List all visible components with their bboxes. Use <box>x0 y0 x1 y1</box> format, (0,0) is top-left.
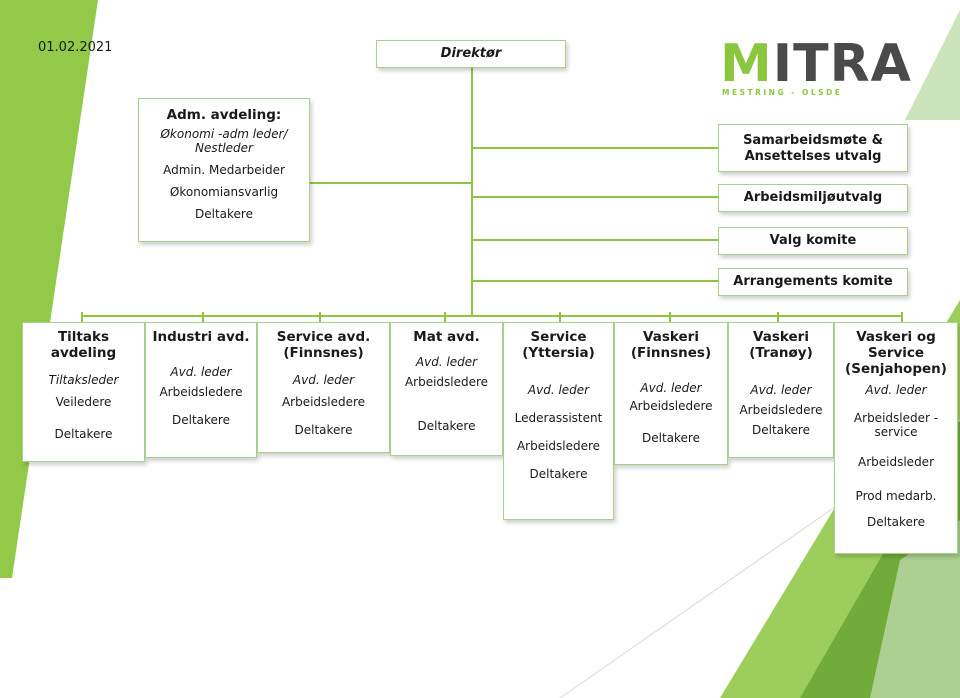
director-label: Direktør <box>440 46 502 61</box>
dept-line: Avd. leder <box>865 383 927 397</box>
committee-label-4: Arrangements komite <box>733 274 893 289</box>
dept-line: Arbeidsledere <box>404 375 489 389</box>
dept-title: Vaskeri (Finnsnes) <box>630 329 712 361</box>
dept-line: Arbeidsledere <box>629 399 713 413</box>
dept-title: Service (Yttersia) <box>522 329 595 361</box>
director-box: Direktør <box>376 40 566 68</box>
dept-title: Mat avd. <box>413 329 480 345</box>
dept-line: Lederassistent <box>514 411 603 425</box>
right-upper-green-shape <box>905 10 960 120</box>
dept-title: Tiltaks avdeling <box>50 329 117 361</box>
dept-line: Deltakere <box>642 431 700 445</box>
adm-line-3: Økonomiansvarlig <box>169 185 279 199</box>
dept-line: Veiledere <box>55 395 112 409</box>
department-box-vaskeri-finnsnes: Vaskeri (Finnsnes) Avd. leder Arbeidsled… <box>614 322 728 465</box>
dept-line: Tiltaksleder <box>48 373 119 387</box>
dept-line: Deltakere <box>529 467 588 481</box>
dept-title: Industri avd. <box>152 329 250 345</box>
dept-line: Deltakere <box>867 515 925 529</box>
dept-line: Avd. leder <box>292 373 355 387</box>
dept-line: Prod medarb. <box>855 489 937 503</box>
department-box-service-finnsnes: Service avd. (Finnsnes) Avd. leder Arbei… <box>257 322 390 453</box>
department-box-mat: Mat avd. Avd. leder Arbeidsledere Deltak… <box>390 322 503 456</box>
committee-box-3: Valg komite <box>718 227 908 255</box>
dept-line: Avd. leder <box>170 365 232 379</box>
dept-line: Deltakere <box>54 427 113 441</box>
committee-box-2: Arbeidsmiljøutvalg <box>718 184 908 212</box>
date-label: 01.02.2021 <box>38 40 113 55</box>
right-lower-green-shape-3 <box>870 520 960 698</box>
committee-box-1: Samarbeidsmøte & Ansettelses utvalg <box>718 124 908 172</box>
committee-label-3: Valg komite <box>769 233 857 248</box>
dept-line: Avd. leder <box>750 383 812 397</box>
committee-box-4: Arrangements komite <box>718 268 908 296</box>
logo-wordmark: MITRA <box>720 34 912 94</box>
mitra-logo: MITRA MESTRING - OLSDE <box>720 36 930 106</box>
department-box-service-yttersia: Service (Yttersia) Avd. leder Lederassis… <box>503 322 614 520</box>
department-box-vaskeri-senjahopen: Vaskeri og Service (Senjahopen) Avd. led… <box>834 322 958 554</box>
department-box-industri: Industri avd. Avd. leder Arbeidsledere D… <box>145 322 257 458</box>
committee-label-1: Samarbeidsmøte & Ansettelses utvalg <box>743 133 883 164</box>
adm-line-1: Økonomi -adm leder/ Nestleder <box>160 127 288 155</box>
dept-line: Deltakere <box>294 423 353 437</box>
adm-line-2: Admin. Medarbeider <box>163 163 285 177</box>
dept-line: Deltakere <box>172 413 230 427</box>
dept-line: Arbeidsledere <box>739 403 823 417</box>
dept-title: Vaskeri (Tranøy) <box>749 329 813 361</box>
logo-subtext: MESTRING - OLSDE <box>722 88 843 97</box>
adm-title: Adm. avdeling: <box>166 107 282 123</box>
left-green-stripe <box>0 0 98 578</box>
adm-department-box: Adm. avdeling: Økonomi -adm leder/ Nestl… <box>138 98 310 242</box>
dept-line: Avd. leder <box>527 383 590 397</box>
dept-line: Avd. leder <box>640 381 702 395</box>
dept-line: Arbeidsleder <box>858 455 934 469</box>
department-box-vaskeri-tranoy: Vaskeri (Tranøy) Avd. leder Arbeidsleder… <box>728 322 834 458</box>
dept-title: Vaskeri og Service (Senjahopen) <box>845 329 947 377</box>
dept-line: Deltakere <box>417 419 476 433</box>
adm-line-4: Deltakere <box>195 207 253 221</box>
dept-line: Avd. leder <box>415 355 478 369</box>
department-box-tiltak: Tiltaks avdeling Tiltaksleder Veiledere … <box>22 322 145 462</box>
dept-line: Arbeidsleder - service <box>853 411 939 439</box>
committee-label-2: Arbeidsmiljøutvalg <box>743 190 883 205</box>
dept-line: Arbeidsledere <box>516 439 601 453</box>
dept-line: Deltakere <box>752 423 810 437</box>
dept-line: Arbeidsledere <box>281 395 366 409</box>
dept-line: Arbeidsledere <box>159 385 243 399</box>
dept-title: Service avd. (Finnsnes) <box>276 329 371 361</box>
